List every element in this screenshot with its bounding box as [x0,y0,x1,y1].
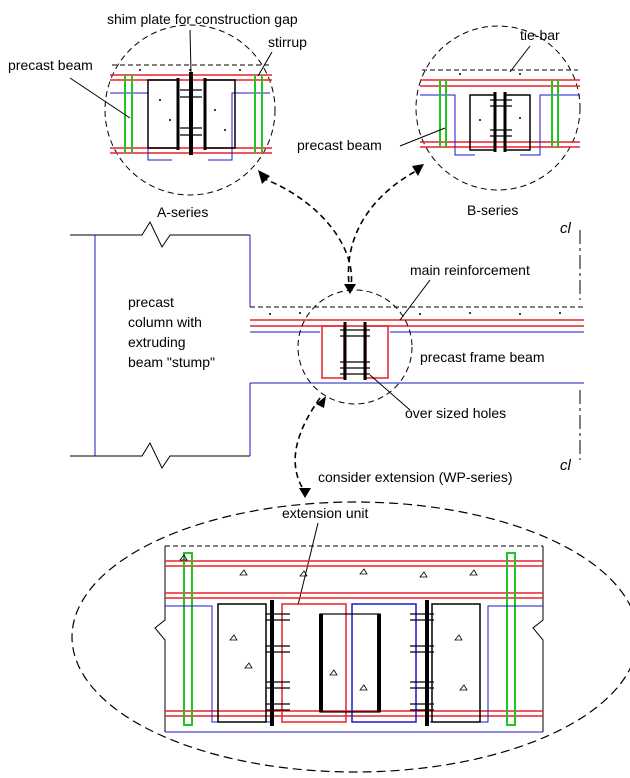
ext-bolts [266,613,434,711]
extension-detail: consider extension (WP-series) extension… [71,469,630,773]
extension-unit-leader [297,522,319,606]
beam-concrete-marks [269,312,561,315]
arrowhead-conn-left [316,396,326,408]
ext-concrete-marks [179,554,478,691]
precast-beam-b-label: precast beam [297,137,382,153]
tie-bar-label: tie-bar [520,27,560,43]
precast-beam-a-leader [69,77,131,119]
conn-bolts [340,329,370,375]
detail-a-steel-left [110,92,172,161]
detail-a-circle [104,24,276,196]
b-series-label: B-series [467,202,518,218]
extension-ellipse [71,501,630,773]
arrowhead-b [412,164,424,176]
column-label-4: beam "stump" [128,354,215,370]
stirrup-leader [257,51,273,77]
detail-b-bolts [490,99,512,137]
detail-b-steel-left [420,94,475,156]
precast-frame-beam-label: precast frame beam [420,349,545,365]
stirrup-label: stirrup [268,34,307,50]
arrow-heads [258,164,424,498]
ext-unit-blue [351,603,417,723]
detail-a-steel-right [208,92,270,161]
detail-a-endplate-right [204,79,236,149]
main-reinforcement-label: main reinforcement [410,262,530,278]
precast-beam-b-leader [399,127,446,147]
column-label-3: extruding [128,334,186,350]
detail-b-circle [415,25,581,191]
conn-endplate-left [321,325,345,379]
ext-unit-red [281,603,347,723]
shim-plate-leader [189,29,192,73]
ext-stirrup-right [506,552,516,726]
precast-beam-a-label: precast beam [8,57,93,73]
ext-left-break [154,546,166,732]
centerline-top-label: cl [560,220,572,237]
column-label-2: column with [128,314,202,330]
consider-extension-label: consider extension (WP-series) [318,469,513,485]
tie-bar-leader [509,45,531,73]
over-sized-holes-label: over sized holes [405,405,506,421]
detail-b-series: B-series [415,25,581,218]
detail-a-concrete-marks [139,69,241,131]
ext-unit-core [319,613,381,713]
conn-endplate-right [365,325,389,379]
detail-b-concrete-marks [459,73,521,121]
extension-unit-label: extension unit [282,505,369,521]
detail-a-endplate-left [147,79,179,149]
arrow-to-b-series [347,169,419,293]
main-elevation: cl cl precast column with extruding beam… [70,220,584,474]
detail-b-steel-right [520,94,580,156]
arrow-to-extension [294,397,321,493]
ext-right-break [532,546,544,732]
shim-plate-label: shim plate for construction gap [107,11,298,27]
connection-arrows [261,169,419,493]
ext-stirrup-left [183,552,193,726]
arrowhead-conn-top [344,284,356,294]
ext-steel-right [430,605,543,723]
over-sized-holes-leader [369,374,411,411]
column-bottom-break [70,441,250,470]
centerline-bottom-label: cl [560,457,572,474]
a-series-label: A-series [157,204,208,220]
detail-a-bolts [180,89,202,136]
connection-circle [297,289,413,405]
arrow-to-a-series [261,177,353,293]
column-top-break [70,220,250,249]
arrowhead-a [258,170,270,184]
main-reinforcement-leader [399,279,431,321]
ext-endplate-right [431,603,481,723]
ext-endplate-left [217,603,267,723]
arrowhead-ext [299,488,311,498]
detail-a-series: A-series [104,24,276,220]
column-label-1: precast [128,294,174,310]
